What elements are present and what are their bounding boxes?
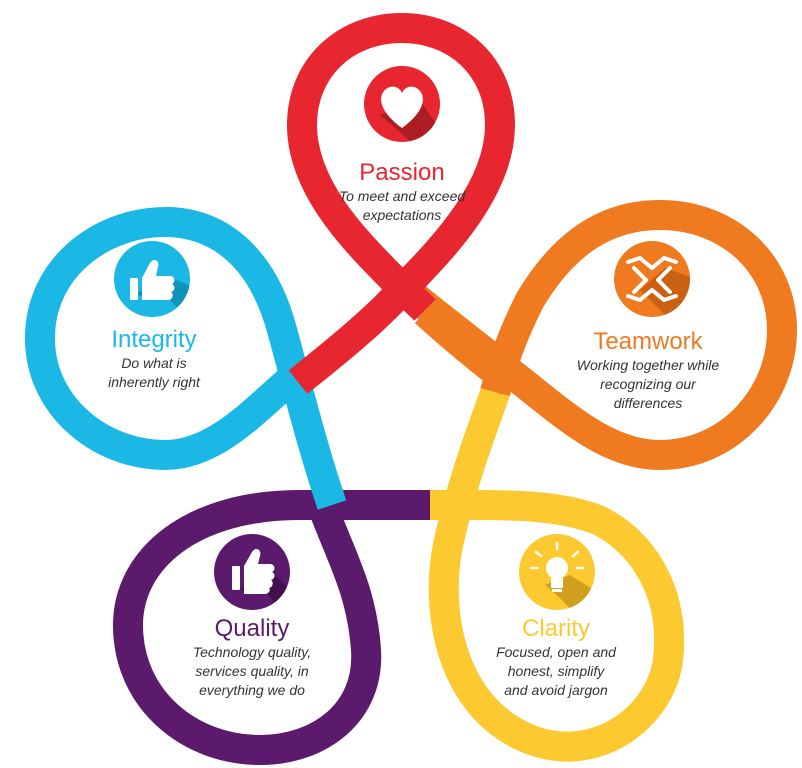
handshake-icon — [626, 256, 678, 302]
teamwork-loop — [382, 200, 797, 470]
quality-icon-badge — [214, 534, 290, 610]
teamwork-description-line-2: recognizing our — [600, 376, 697, 392]
passion-loop — [287, 13, 515, 394]
clarity-description-line-2: honest, simplify — [508, 663, 605, 679]
clarity-description-line-3: and avoid jargon — [504, 682, 608, 698]
clarity-label: Clarity Focused, open and honest, simpli… — [496, 615, 617, 698]
clarity-title: Clarity — [522, 615, 590, 642]
quality-label: Quality Technology quality, services qua… — [193, 615, 311, 698]
quality-loop — [113, 490, 458, 765]
integrity-description-line-1: Do what is — [121, 355, 186, 371]
quality-title: Quality — [215, 615, 290, 642]
quality-description-line-1: Technology quality, — [193, 644, 311, 660]
ribbon-loops — [24, 13, 797, 765]
hand-thumbs-up-icon — [130, 260, 175, 300]
passion-icon-badge — [364, 66, 440, 142]
clarity-description-line-1: Focused, open and — [496, 644, 617, 660]
lightbulb-icon — [529, 541, 585, 592]
passion-description-line-1: To meet and exceed — [339, 188, 467, 204]
value-labels: Passion To meet and exceed expectations … — [108, 159, 719, 698]
teamwork-loop-overlap — [414, 300, 520, 395]
thumbs-up-icon — [232, 549, 275, 594]
quality-description-line-2: services quality, in — [195, 663, 309, 679]
passion-label: Passion To meet and exceed expectations — [339, 159, 467, 223]
teamwork-label: Teamwork Working together while recogniz… — [577, 328, 720, 411]
heart-icon — [381, 86, 423, 128]
integrity-loop — [24, 206, 347, 510]
teamwork-description-line-1: Working together while — [577, 357, 720, 373]
teamwork-icon-badge — [614, 241, 690, 317]
passion-description-line-2: expectations — [363, 207, 442, 223]
integrity-title: Integrity — [111, 326, 196, 353]
integrity-description-line-2: inherently right — [108, 374, 201, 390]
integrity-label: Integrity Do what is inherently right — [108, 326, 201, 390]
integrity-icon-badge — [114, 241, 190, 317]
teamwork-description-line-3: differences — [614, 395, 682, 411]
teamwork-title: Teamwork — [593, 328, 703, 355]
quality-description-line-3: everything we do — [199, 682, 305, 698]
clarity-loop — [428, 379, 685, 762]
passion-title: Passion — [359, 159, 444, 186]
